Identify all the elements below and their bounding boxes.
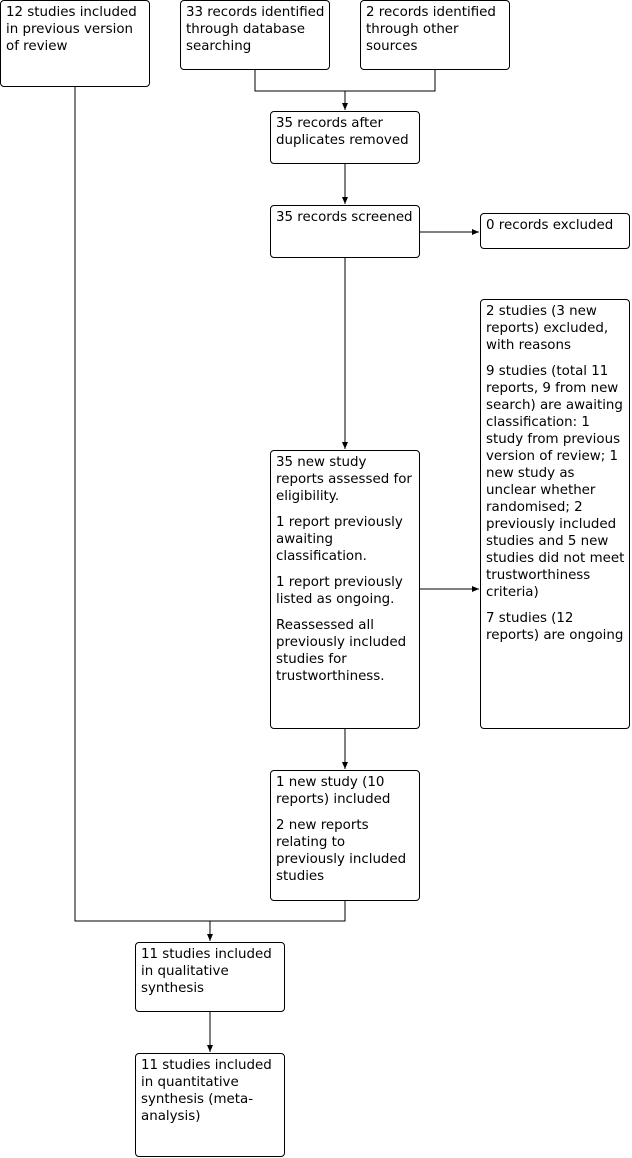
other-sources-box: 2 records identified through other sourc… — [360, 0, 510, 70]
awaiting-classification-text: 9 studies (total 11 reports, 9 from new … — [486, 364, 625, 600]
database-search-box: 33 records identified through database s… — [180, 0, 330, 70]
ongoing-studies-text: 7 studies (12 reports) are ongoing — [486, 611, 624, 643]
after-duplicates-text: 35 records after duplicates removed — [276, 116, 409, 148]
screened-box: 35 records screened — [270, 205, 420, 258]
previously-awaiting-text: 1 report previously awaiting classificat… — [276, 515, 403, 564]
excluded-with-reasons-text: 2 studies (3 new reports) excluded, with… — [486, 304, 609, 353]
screened-text: 35 records screened — [276, 210, 413, 225]
records-excluded-text: 0 records excluded — [486, 218, 614, 233]
new-reports-text: 2 new reports relating to previously inc… — [276, 818, 407, 884]
previous-review-text: 12 studies included in previous version … — [6, 5, 137, 54]
records-excluded-box: 0 records excluded — [480, 213, 630, 249]
other-sources-text: 2 records identified through other sourc… — [366, 5, 496, 54]
qualitative-synthesis-text: 11 studies included in qualitative synth… — [141, 947, 272, 996]
database-search-text: 33 records identified through database s… — [186, 5, 325, 54]
new-study-included-text: 1 new study (10 reports) included — [276, 775, 391, 807]
trustworthiness-text: Reassessed all previously included studi… — [276, 618, 407, 684]
qualitative-synthesis-box: 11 studies included in qualitative synth… — [135, 942, 285, 1012]
quantitative-synthesis-text: 11 studies included in quantitative synt… — [141, 1058, 272, 1124]
after-duplicates-box: 35 records after duplicates removed — [270, 111, 420, 164]
assessed-reports-text: 35 new study reports assessed for eligib… — [276, 455, 412, 504]
new-included-box: 1 new study (10 reports) included 2 new … — [270, 770, 420, 901]
quantitative-synthesis-box: 11 studies included in quantitative synt… — [135, 1053, 285, 1157]
previously-ongoing-text: 1 report previously listed as ongoing. — [276, 575, 403, 607]
studies-excluded-box: 2 studies (3 new reports) excluded, with… — [480, 299, 630, 729]
previous-review-box: 12 studies included in previous version … — [0, 0, 150, 87]
merge-connector-top — [254, 70, 436, 92]
assessed-eligibility-box: 35 new study reports assessed for eligib… — [270, 450, 420, 729]
